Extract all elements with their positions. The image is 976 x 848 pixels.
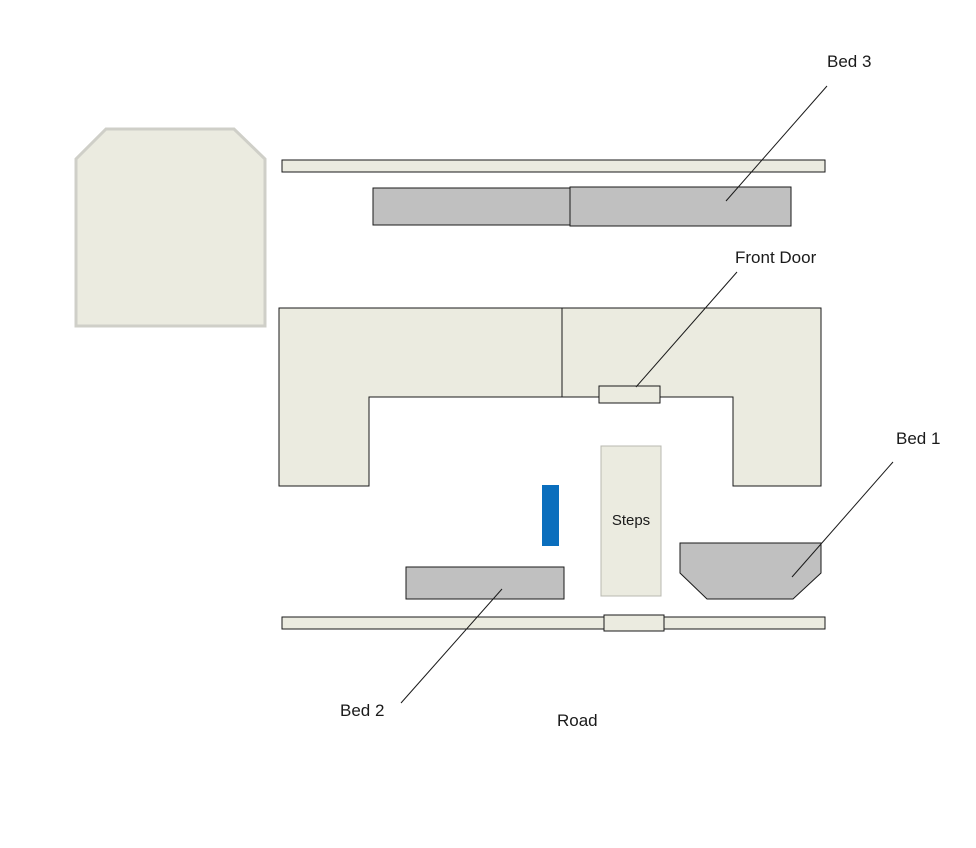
top-border-strip <box>281 159 826 173</box>
shed-shape <box>74 127 267 328</box>
bed-1-label: Bed 1 <box>896 429 940 448</box>
front-door-label: Front Door <box>735 248 817 267</box>
bed-3-left-section <box>372 187 572 226</box>
bed-2-label: Bed 2 <box>340 701 384 720</box>
front-door-shape <box>598 385 661 404</box>
gate-shape <box>603 614 665 632</box>
steps-label: Steps <box>612 512 650 529</box>
bed-1-shape <box>679 542 822 600</box>
house-shape <box>278 307 822 487</box>
bed-1-callout-line <box>791 461 894 578</box>
steps-shape <box>600 445 662 597</box>
road-label: Road <box>557 711 598 730</box>
bed-2-callout-line <box>400 588 503 704</box>
front-door-callout-line <box>635 271 738 388</box>
bottom-border-strip <box>281 616 826 630</box>
bed-3-callout-line <box>725 85 828 202</box>
bed-2-shape <box>405 566 565 600</box>
blue-marker <box>542 485 559 546</box>
bed-3-label: Bed 3 <box>827 52 871 71</box>
bed-3-right-section <box>569 186 792 227</box>
